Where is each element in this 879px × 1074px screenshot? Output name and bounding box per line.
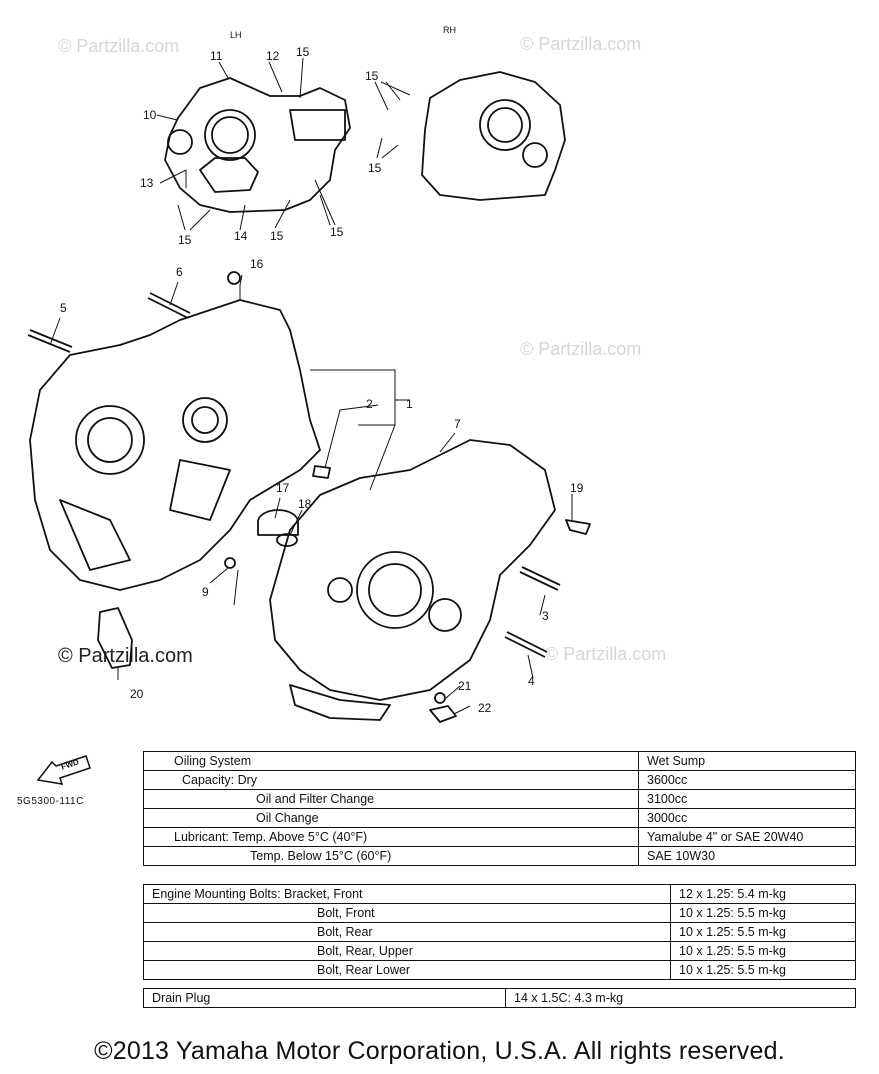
callout-14: 14 <box>234 229 248 243</box>
part-20-bracket <box>97 607 133 669</box>
table-row: Bolt, Rear Lower 10 x 1.25: 5.5 m-kg <box>143 960 856 980</box>
table-row: Bolt, Rear 10 x 1.25: 5.5 m-kg <box>143 922 856 942</box>
table-row: Oil Change 3000cc <box>143 808 856 828</box>
callout-20: 20 <box>130 687 144 701</box>
engine-mounting-bolts-table: Engine Mounting Bolts: Bracket, Front 12… <box>143 884 856 980</box>
callout-18: 18 <box>298 497 312 511</box>
part-9-pin <box>224 557 236 569</box>
callout-17: 17 <box>276 481 290 495</box>
table-cell: 3000cc <box>638 808 856 828</box>
table-cell: Bolt, Rear, Upper <box>143 941 671 961</box>
callout-10: 10 <box>143 108 157 122</box>
table-row: Engine Mounting Bolts: Bracket, Front 12… <box>143 884 856 904</box>
part-16-plug <box>227 271 241 285</box>
watermark: © Partzilla.com <box>545 644 666 664</box>
table-cell: Wet Sump <box>638 751 856 771</box>
crankcase-exploded-diagram: © Partzilla.com © Partzilla.com © Partzi… <box>27 25 666 723</box>
callout-15: 15 <box>330 225 344 239</box>
callout-7: 7 <box>454 417 461 431</box>
table-row: Oil and Filter Change 3100cc <box>143 789 856 809</box>
table-cell: Bolt, Rear <box>143 922 671 942</box>
table-cell: 3600cc <box>638 770 856 790</box>
table-cell: Drain Plug <box>143 988 506 1008</box>
lh-crankcase-gasket <box>164 77 351 213</box>
table-cell: SAE 10W30 <box>638 846 856 866</box>
callout-11: 11 <box>210 49 223 63</box>
watermark: © Partzilla.com <box>520 34 641 54</box>
table-cell: Temp. Below 15°C (60°F) <box>143 846 639 866</box>
diagram-part-number: 5G5300-111C <box>17 796 84 807</box>
callout-15: 15 <box>365 69 379 83</box>
callout-15: 15 <box>270 229 284 243</box>
table-cell: Engine Mounting Bolts: Bracket, Front <box>143 884 671 904</box>
callout-15: 15 <box>368 161 382 175</box>
callout-4: 4 <box>528 674 535 688</box>
table-cell: 10 x 1.25: 5.5 m-kg <box>670 960 856 980</box>
table-cell: Capacity: Dry <box>143 770 639 790</box>
stud-3 <box>519 566 561 591</box>
copyright-notice: ©2013 Yamaha Motor Corporation, U.S.A. A… <box>94 1037 785 1065</box>
forward-arrow-icon: FWD <box>36 755 91 785</box>
rh-label: RH <box>443 25 456 35</box>
table-cell: 14 x 1.5C: 4.3 m-kg <box>505 988 856 1008</box>
table-cell: Oil and Filter Change <box>143 789 639 809</box>
callout-6: 6 <box>176 265 183 279</box>
table-row: Bolt, Rear, Upper 10 x 1.25: 5.5 m-kg <box>143 941 856 961</box>
table-cell: Yamalube 4" or SAE 20W40 <box>638 827 856 847</box>
oiling-system-table: Oiling System Wet Sump Capacity: Dry 360… <box>143 751 856 866</box>
table-cell: 10 x 1.25: 5.5 m-kg <box>670 941 856 961</box>
part-2-dowel <box>312 465 331 479</box>
table-cell: Bolt, Front <box>143 903 671 923</box>
part-18-o-ring <box>276 533 298 547</box>
callout-9: 9 <box>202 585 209 599</box>
table-cell: 3100cc <box>638 789 856 809</box>
table-row: Capacity: Dry 3600cc <box>143 770 856 790</box>
table-row: Lubricant: Temp. Above 5°C (40°F) Yamalu… <box>143 827 856 847</box>
table-cell: Oil Change <box>143 808 639 828</box>
stud-6 <box>147 292 191 319</box>
callout-15: 15 <box>296 45 310 59</box>
rh-crankcase-gasket <box>421 71 566 201</box>
callout-12: 12 <box>266 49 280 63</box>
watermark: © Partzilla.com <box>58 36 179 56</box>
drain-plug-table: Drain Plug 14 x 1.5C: 4.3 m-kg <box>143 988 856 1008</box>
part-17-oil-cap <box>257 509 299 536</box>
callout-1: 1 <box>406 397 413 411</box>
part-22-gasket <box>429 705 457 723</box>
part-19-clip <box>565 519 591 535</box>
callout-16: 16 <box>250 257 264 271</box>
stud-5 <box>27 329 73 353</box>
callout-21: 21 <box>458 679 472 693</box>
table-cell: 10 x 1.25: 5.5 m-kg <box>670 903 856 923</box>
callout-3: 3 <box>542 609 549 623</box>
callout-15: 15 <box>178 233 192 247</box>
callout-22: 22 <box>478 701 492 715</box>
part-21-plug <box>434 692 446 704</box>
callout-13: 13 <box>140 176 154 190</box>
table-cell: 10 x 1.25: 5.5 m-kg <box>670 922 856 942</box>
stud-4 <box>504 631 548 658</box>
fwd-label: FWD <box>60 757 80 771</box>
table-cell: Bolt, Rear Lower <box>143 960 671 980</box>
callout-2: 2 <box>366 397 373 411</box>
table-row: Temp. Below 15°C (60°F) SAE 10W30 <box>143 846 856 866</box>
lh-label: LH <box>230 30 242 40</box>
callout-5: 5 <box>60 301 67 315</box>
table-row: Bolt, Front 10 x 1.25: 5.5 m-kg <box>143 903 856 923</box>
table-cell: Oiling System <box>143 751 639 771</box>
watermark-prominent: © Partzilla.com <box>58 645 193 667</box>
table-row: Oiling System Wet Sump <box>143 751 856 771</box>
table-row: Drain Plug 14 x 1.5C: 4.3 m-kg <box>143 988 856 1008</box>
table-cell: 12 x 1.25: 5.4 m-kg <box>670 884 856 904</box>
left-crankcase-half <box>29 299 321 591</box>
watermark: © Partzilla.com <box>520 339 641 359</box>
table-cell: Lubricant: Temp. Above 5°C (40°F) <box>143 827 639 847</box>
right-crankcase-half <box>269 439 556 701</box>
callout-19: 19 <box>570 481 584 495</box>
